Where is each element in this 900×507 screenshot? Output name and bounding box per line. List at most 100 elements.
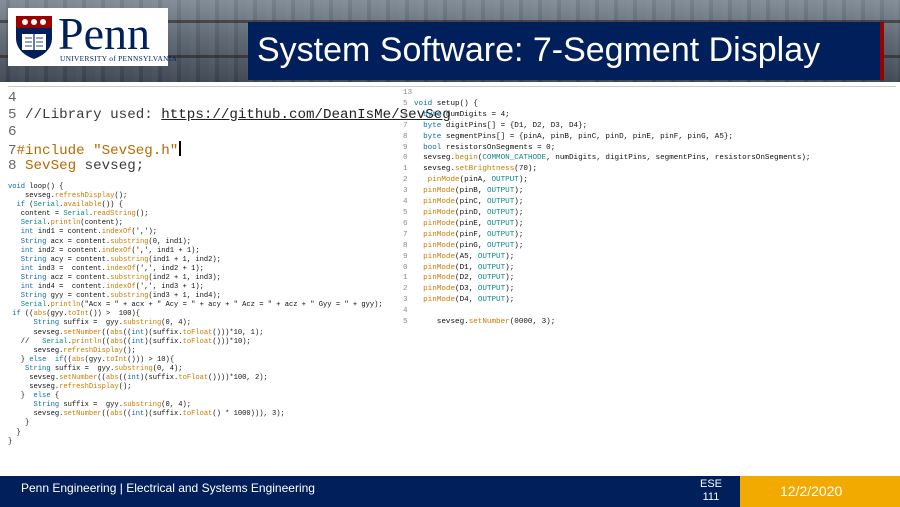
code-line: String acy = content.substring(ind1 + 1,… xyxy=(20,255,221,264)
code-line: 8 byte segmentPins[] = {pinA, pinB, pinC… xyxy=(403,132,896,143)
code-text: pinMode(pinG, OUTPUT); xyxy=(423,241,524,250)
penn-wordmark: Penn xyxy=(58,8,150,59)
line-number: 4 xyxy=(403,198,408,207)
code-text: pinMode(A5, OUTPUT); xyxy=(423,252,515,261)
code-line: } xyxy=(8,428,21,437)
code-line: 6 pinMode(pinE, OUTPUT); xyxy=(403,219,896,230)
code-text: pinMode(pinA, OUTPUT); xyxy=(427,176,528,185)
code-line: String gyy = content.substring(ind3 + 1,… xyxy=(20,292,221,301)
code-line: Serial.println("Acx = " + acx + " Acy = … xyxy=(20,301,383,310)
date-box: 12/2/2020 xyxy=(740,476,900,507)
code-line: 2 pinMode(pinA, OUTPUT); xyxy=(403,175,896,186)
bookshelf-band xyxy=(0,20,900,23)
code-line: sevseg.setNumber((abs((int)(suffix.toFlo… xyxy=(8,410,285,419)
line-number: 2 xyxy=(403,176,408,185)
university-name: UNIVERSITY of PENNSYLVANIA xyxy=(60,54,178,63)
line-number: 9 xyxy=(403,252,408,261)
code-line: 4 pinMode(pinC, OUTPUT); xyxy=(403,197,896,208)
loop-code-screenshot: 4 5 //Library used: https://github.com/D… xyxy=(8,90,451,466)
slide-header: Penn UNIVERSITY of PENNSYLVANIA System S… xyxy=(0,0,900,82)
penn-shield-icon xyxy=(16,16,52,59)
code-line: sevseg.refreshDisplay(); xyxy=(8,383,132,392)
code-line: } xyxy=(8,419,30,428)
code-line: 6 byte numDigits = 4; xyxy=(403,110,896,121)
code-text: pinMode(pinB, OUTPUT); xyxy=(423,187,524,196)
code-line: 5 //Library used: https://github.com/Dea… xyxy=(8,107,451,123)
code-text: pinMode(pinC, OUTPUT); xyxy=(423,198,524,207)
line-number: 1 xyxy=(403,165,408,174)
code-text: sevseg.setNumber(0000, 3); xyxy=(414,318,556,327)
line-number: 3 xyxy=(403,187,408,196)
code-line: 4 xyxy=(403,306,896,317)
code-text: pinMode(D2, OUTPUT); xyxy=(423,274,515,283)
line-number: 8 xyxy=(403,132,408,141)
code-line: 8 pinMode(pinG, OUTPUT); xyxy=(403,241,896,252)
code-line: if ((abs(gyy.toInt()) > 100){ xyxy=(12,310,141,319)
code-line: String suffix = gyy.substring(0, 4); xyxy=(33,401,192,410)
line-number: 1 xyxy=(403,274,408,283)
code-line: sevseg.setNumber((abs((int)(suffix.toFlo… xyxy=(8,373,268,382)
code-line: 6 xyxy=(8,124,17,140)
code-line: int ind1 = content.indexOf(','); xyxy=(20,228,158,237)
slide-footer: Penn Engineering | Electrical and System… xyxy=(0,476,900,507)
line-number: 0 xyxy=(403,263,408,272)
code-line: sevseg.setNumber((abs((int)(suffix.toFlo… xyxy=(8,328,264,337)
course-code-line: ESE xyxy=(699,478,722,490)
code-line: Serial.println(content); xyxy=(20,219,123,228)
header-divider xyxy=(8,86,896,87)
code-line: String acx = content.substring(0, ind1); xyxy=(20,237,192,246)
code-line: 7#include "SevSeg.h" xyxy=(8,141,396,159)
code-line: 3 pinMode(pinB, OUTPUT); xyxy=(403,186,896,197)
code-line: 13 xyxy=(403,88,896,99)
line-number: 4 xyxy=(403,307,408,316)
department-label: Penn Engineering | Electrical and System… xyxy=(21,481,315,495)
code-text: byte numDigits = 4; xyxy=(423,110,510,119)
line-number: 5 xyxy=(403,99,408,108)
code-line: 0 sevseg.begin(COMMON_CATHODE, numDigits… xyxy=(403,153,896,164)
code-line: 1 sevseg.setBrightness(70); xyxy=(403,164,896,175)
line-number: 5 xyxy=(403,318,408,327)
code-line: 3 pinMode(D4, OUTPUT); xyxy=(403,295,896,306)
code-line: 0 pinMode(D1, OUTPUT); xyxy=(403,263,896,274)
code-text: pinMode(pinF, OUTPUT); xyxy=(423,230,524,239)
code-line: 5 pinMode(pinD, OUTPUT); xyxy=(403,208,896,219)
line-number: 2 xyxy=(403,285,408,294)
code-line: 2 pinMode(D3, OUTPUT); xyxy=(403,284,896,295)
code-text: byte digitPins[] = {D1, D2, D3, D4}; xyxy=(423,121,588,130)
code-line: } else { xyxy=(8,392,60,401)
code-text: pinMode(D3, OUTPUT); xyxy=(423,285,515,294)
code-line: 9 pinMode(A5, OUTPUT); xyxy=(403,252,896,263)
line-number: 7 xyxy=(403,230,408,239)
code-line: 5 sevseg.setNumber(0000, 3); xyxy=(403,317,896,328)
code-text: pinMode(pinE, OUTPUT); xyxy=(423,219,524,228)
code-line: 9 bool resistorsOnSegments = 0; xyxy=(403,143,896,154)
line-number: 7 xyxy=(403,121,408,130)
line-number: 9 xyxy=(403,143,408,152)
penn-logo: Penn UNIVERSITY of PENNSYLVANIA xyxy=(8,8,177,66)
line-number: 8 xyxy=(403,241,408,250)
code-line: 4 xyxy=(8,90,17,106)
line-number: 13 xyxy=(403,89,413,97)
code-line: content = Serial.readString(); xyxy=(8,210,149,219)
code-text: pinMode(pinD, OUTPUT); xyxy=(423,208,524,217)
code-line: 1 pinMode(D2, OUTPUT); xyxy=(403,273,896,284)
code-line: } else if((abs(gyy.toInt())) > 10){ xyxy=(8,355,175,364)
code-line: sevseg.refreshDisplay(); xyxy=(8,192,128,201)
code-line: String suffix = gyy.substring(0, 4); xyxy=(25,364,183,373)
text-cursor xyxy=(179,141,182,156)
code-text: byte segmentPins[] = {pinA, pinB, pinC, … xyxy=(423,132,734,141)
code-line: if (Serial.available()) { xyxy=(16,201,123,210)
code-line: // Serial.println((abs((int)(suffix.toFl… xyxy=(8,337,251,346)
code-line: String suffix = gyy.substring(0, 4); xyxy=(33,319,192,328)
title-accent-bar xyxy=(880,22,884,80)
library-link[interactable]: https://github.com/DeanIsMe/SevSeg xyxy=(161,107,451,123)
code-line: void loop() { xyxy=(8,183,64,191)
line-number: 6 xyxy=(403,110,408,119)
code-line: sevseg.refreshDisplay(); xyxy=(8,346,136,355)
line-number: 0 xyxy=(403,154,408,163)
slide-title: System Software: 7-Segment Display xyxy=(257,31,821,69)
code-text: sevseg.begin(COMMON_CATHODE, numDigits, … xyxy=(414,154,811,163)
course-code: ESE 111 xyxy=(696,478,726,504)
